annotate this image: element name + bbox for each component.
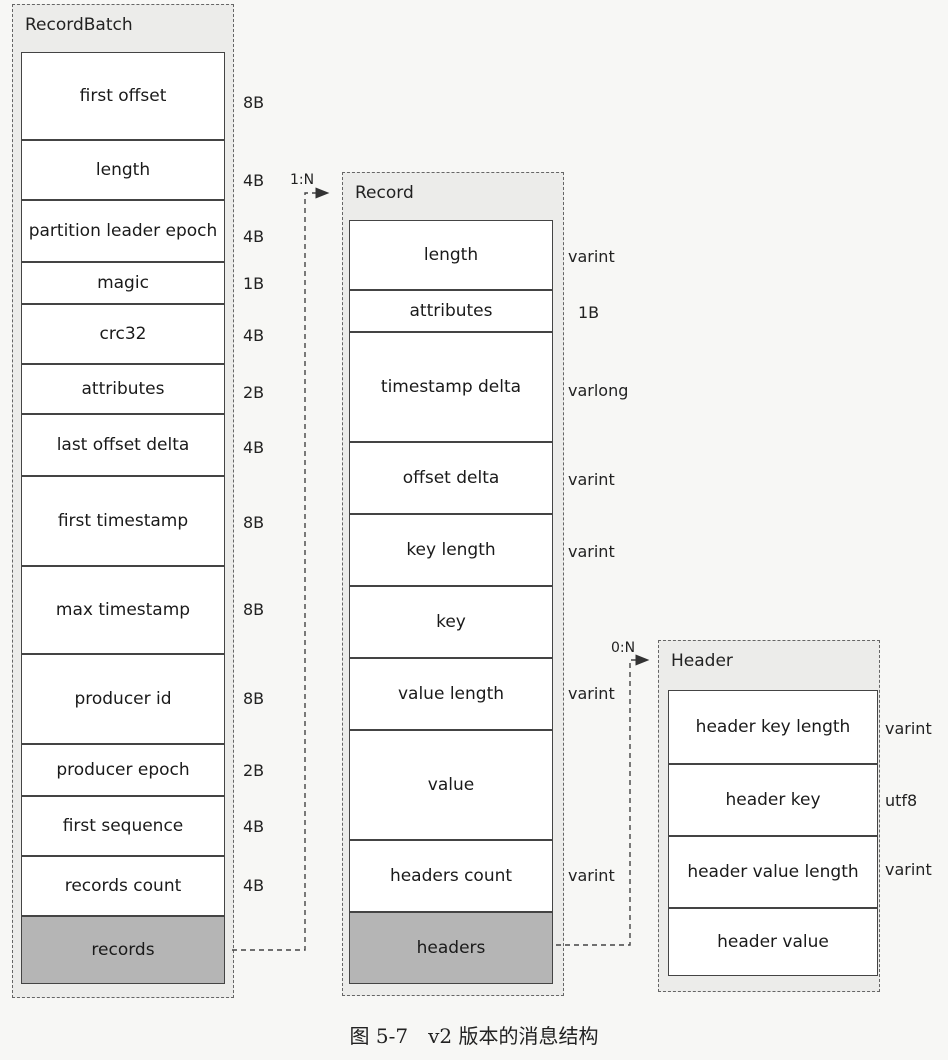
rb-size-max-timestamp: 8B: [243, 600, 265, 619]
record-field-key-length: key length: [349, 514, 553, 586]
header-field-value: header value: [668, 908, 878, 976]
rb-size-crc32: 4B: [243, 326, 265, 345]
record-size-timestamp-delta: varlong: [568, 381, 629, 400]
record-field-value-length: value length: [349, 658, 553, 730]
record-size-key-length: varint: [568, 542, 615, 561]
header-field-key: header key: [668, 764, 878, 836]
rb-field-crc32: crc32: [21, 304, 225, 364]
rb-size-first-timestamp: 8B: [243, 513, 265, 532]
rb-size-first-sequence: 4B: [243, 817, 265, 836]
rb-size-producer-epoch: 2B: [243, 761, 265, 780]
rb-size-partition-leader-epoch: 4B: [243, 227, 265, 246]
rb-field-magic: magic: [21, 262, 225, 304]
headers-to-header-arrow: [556, 654, 650, 946]
record-field-key: key: [349, 586, 553, 658]
rb-size-records-count: 4B: [243, 876, 265, 895]
rb-field-last-offset-delta: last offset delta: [21, 414, 225, 476]
rb-field-first-sequence: first sequence: [21, 796, 225, 856]
header-size-value-length: varint: [885, 860, 932, 879]
rb-size-producer-id: 8B: [243, 689, 265, 708]
header-relation-label: 0:N: [611, 640, 636, 656]
rb-field-length: length: [21, 140, 225, 200]
figure-caption: 图 5-7 v2 版本的消息结构: [349, 1024, 599, 1048]
rb-field-producer-epoch: producer epoch: [21, 744, 225, 796]
record-field-headers: headers: [349, 912, 553, 984]
header-size-key-length: varint: [885, 719, 932, 738]
record-size-attributes: 1B: [578, 303, 600, 322]
records-to-record-arrow: [232, 187, 330, 951]
rb-size-length: 4B: [243, 171, 265, 190]
rb-field-partition-leader-epoch: partition leader epoch: [21, 200, 225, 262]
record-title: Record: [355, 183, 414, 203]
rb-field-producer-id: producer id: [21, 654, 225, 744]
rb-field-attributes: attributes: [21, 364, 225, 414]
rb-field-max-timestamp: max timestamp: [21, 566, 225, 654]
rb-size-last-offset-delta: 4B: [243, 438, 265, 457]
record-field-attributes: attributes: [349, 290, 553, 332]
record-batch-title: RecordBatch: [25, 15, 133, 35]
record-field-length: length: [349, 220, 553, 290]
record-field-value: value: [349, 730, 553, 840]
header-title: Header: [671, 651, 733, 671]
record-size-value-length: varint: [568, 684, 615, 703]
record-size-length: varint: [568, 247, 615, 266]
rb-size-magic: 1B: [243, 274, 265, 293]
rb-field-first-timestamp: first timestamp: [21, 476, 225, 566]
record-size-headers-count: varint: [568, 866, 615, 885]
rb-field-records-count: records count: [21, 856, 225, 916]
record-field-timestamp-delta: timestamp delta: [349, 332, 553, 442]
record-field-headers-count: headers count: [349, 840, 553, 912]
header-field-key-length: header key length: [668, 690, 878, 764]
rb-field-first-offset: first offset: [21, 52, 225, 140]
record-size-offset-delta: varint: [568, 470, 615, 489]
record-relation-label: 1:N: [290, 172, 315, 188]
rb-size-first-offset: 8B: [243, 93, 265, 112]
rb-field-records: records: [21, 916, 225, 984]
record-field-offset-delta: offset delta: [349, 442, 553, 514]
rb-size-attributes: 2B: [243, 383, 265, 402]
header-size-key: utf8: [885, 791, 918, 810]
header-field-value-length: header value length: [668, 836, 878, 908]
